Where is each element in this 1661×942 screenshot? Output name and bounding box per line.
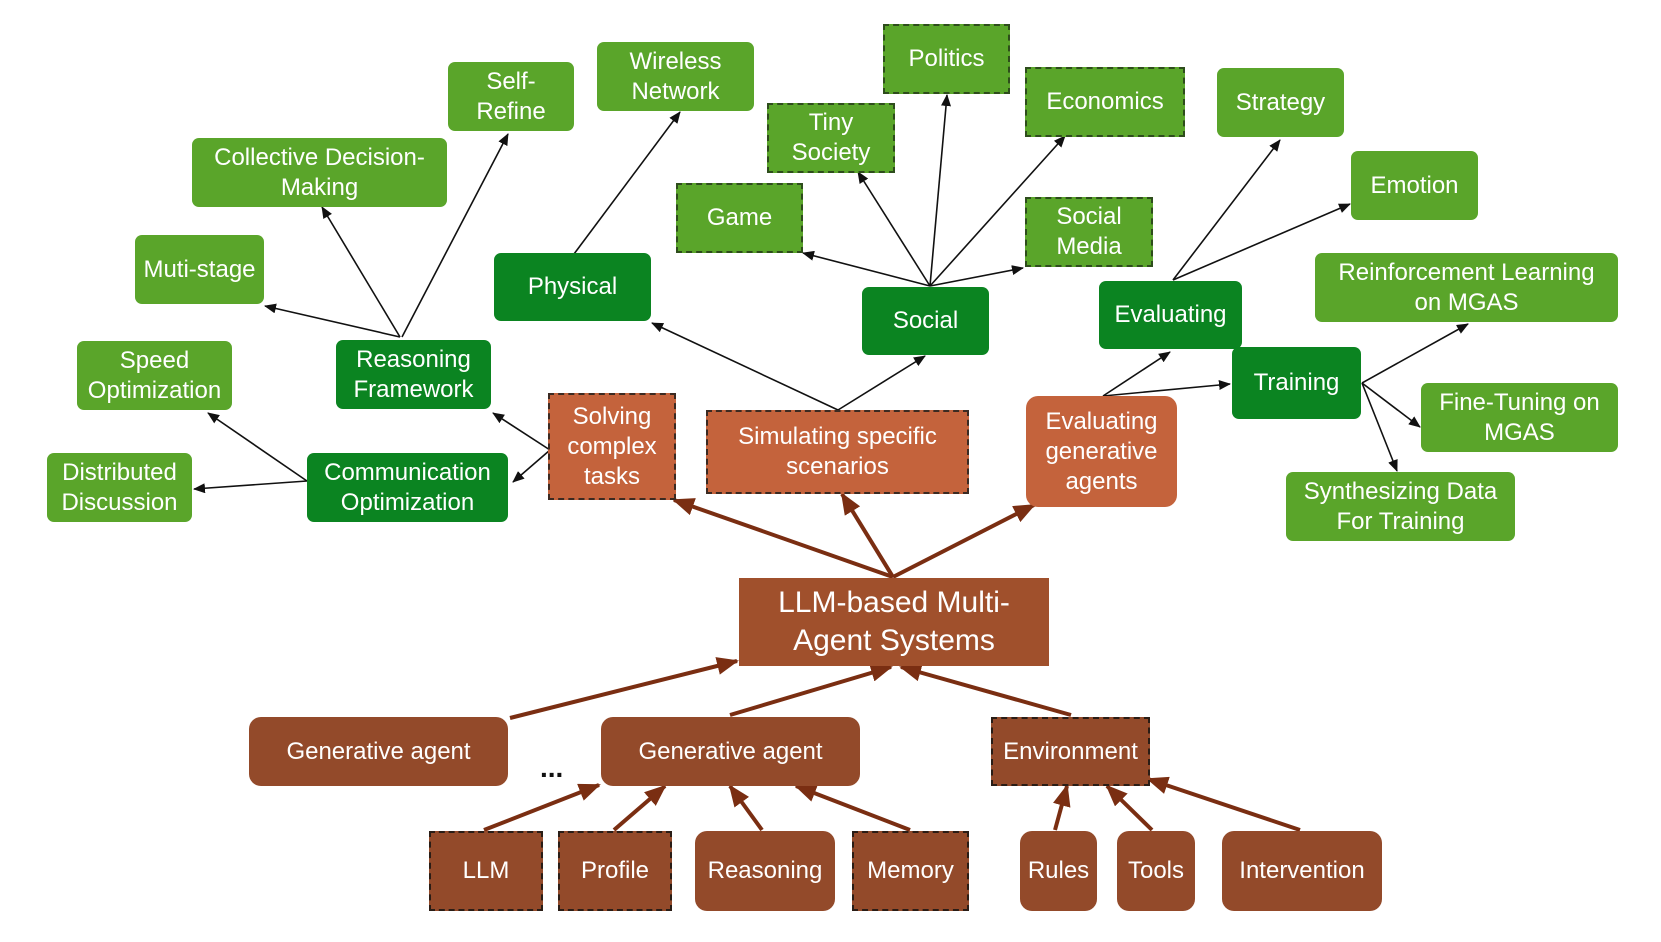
arrow-llm-to-agent2 bbox=[483, 783, 601, 832]
arrow-social-to-politics bbox=[929, 94, 952, 287]
arrow-simulating-to-social bbox=[837, 355, 926, 411]
arrow-evaluating-to-strategy bbox=[1172, 139, 1281, 281]
tools-node: Tools bbox=[1117, 831, 1195, 911]
arrow-agent2-to-root bbox=[729, 664, 893, 717]
arrow-social-to-social-media bbox=[929, 265, 1024, 287]
arrow-reasoning-to-muti-stage bbox=[264, 303, 401, 338]
arrow-reasoning-to-agent2 bbox=[728, 784, 764, 832]
arrow-profile-to-agent2 bbox=[612, 784, 667, 832]
arrow-communication-to-speed bbox=[207, 412, 308, 482]
root-node: LLM-based Multi- Agent Systems bbox=[739, 578, 1049, 666]
arrow-solving-to-communication bbox=[512, 449, 551, 483]
arrow-environment-to-root bbox=[899, 663, 1072, 717]
arrow-simulating-to-physical bbox=[651, 322, 839, 411]
muti-stage-node: Muti-stage bbox=[135, 235, 264, 304]
thin-arrows bbox=[193, 94, 1469, 494]
simulating-specific-scenarios-node: Simulating specific scenarios bbox=[706, 410, 969, 494]
arrow-evaluating-to-emotion bbox=[1172, 203, 1351, 281]
memory-node: Memory bbox=[852, 831, 969, 911]
economics-node: Economics bbox=[1025, 67, 1185, 137]
training-node: Training bbox=[1232, 347, 1361, 419]
environment-node: Environment bbox=[991, 717, 1150, 786]
ellipsis-text: ... bbox=[540, 752, 564, 783]
arrow-training-to-reinforcement bbox=[1361, 323, 1469, 384]
arrow-rules-to-environment bbox=[1053, 784, 1071, 831]
speed-optimization-node: Speed Optimization bbox=[77, 341, 232, 410]
politics-node: Politics bbox=[883, 24, 1010, 94]
arrow-intervention-to-environment bbox=[1146, 776, 1301, 832]
generative-agent-node-1: Generative agent bbox=[249, 717, 508, 786]
arrow-solving-to-reasoning-framework bbox=[492, 412, 551, 451]
evaluating-node: Evaluating bbox=[1099, 281, 1242, 349]
game-node: Game bbox=[676, 183, 803, 253]
tiny-society-node: Tiny Society bbox=[767, 103, 895, 173]
arrow-tools-to-environment bbox=[1105, 784, 1154, 832]
arrow-evaluating-agents-to-training bbox=[1102, 380, 1231, 397]
reasoning-node: Reasoning bbox=[695, 831, 835, 911]
arrow-training-to-fine-tuning bbox=[1361, 382, 1421, 428]
emotion-node: Emotion bbox=[1351, 151, 1478, 220]
arrow-root-to-solving bbox=[672, 498, 894, 579]
arrow-memory-to-agent2 bbox=[794, 784, 911, 832]
evaluating-generative-agents-node: Evaluating generative agents bbox=[1026, 396, 1177, 507]
arrow-evaluating-agents-to-evaluating bbox=[1102, 351, 1171, 397]
thick-arrows bbox=[483, 492, 1301, 832]
reasoning-framework-node: Reasoning Framework bbox=[336, 340, 491, 409]
synthesizing-data-node: Synthesizing Data For Training bbox=[1286, 472, 1515, 541]
wireless-network-node: Wireless Network bbox=[597, 42, 754, 111]
arrow-social-to-economics bbox=[929, 135, 1066, 287]
intervention-node: Intervention bbox=[1222, 831, 1382, 911]
social-node: Social bbox=[862, 287, 989, 355]
communication-optimization-node: Communication Optimization bbox=[307, 453, 508, 522]
collective-decision-making-node: Collective Decision- Making bbox=[192, 138, 447, 207]
arrow-root-to-evaluating-agents bbox=[892, 503, 1036, 579]
distributed-discussion-node: Distributed Discussion bbox=[47, 453, 192, 522]
physical-node: Physical bbox=[494, 253, 651, 321]
llm-node: LLM bbox=[429, 831, 543, 911]
arrow-training-to-synthesizing bbox=[1361, 382, 1398, 472]
generative-agent-node-2: Generative agent bbox=[601, 717, 860, 786]
arrow-social-to-game bbox=[802, 250, 931, 287]
arrow-social-to-tiny-society bbox=[857, 171, 931, 287]
rules-node: Rules bbox=[1020, 831, 1097, 911]
strategy-node: Strategy bbox=[1217, 68, 1344, 137]
self-refine-node: Self- Refine bbox=[448, 62, 574, 131]
arrow-reasoning-to-collective bbox=[321, 206, 401, 338]
social-media-node: Social Media bbox=[1025, 197, 1153, 267]
arrow-root-to-simulating bbox=[840, 492, 895, 579]
arrow-physical-to-wireless bbox=[573, 111, 681, 255]
reinforcement-learning-node: Reinforcement Learning on MGAS bbox=[1315, 253, 1618, 322]
solving-complex-tasks-node: Solving complex tasks bbox=[548, 393, 676, 500]
arrow-reasoning-to-self-refine bbox=[401, 133, 509, 338]
arrow-agent1-to-root bbox=[509, 657, 739, 720]
arrow-communication-to-distributed bbox=[193, 480, 308, 494]
profile-node: Profile bbox=[558, 831, 672, 911]
fine-tuning-node: Fine-Tuning on MGAS bbox=[1421, 383, 1618, 452]
